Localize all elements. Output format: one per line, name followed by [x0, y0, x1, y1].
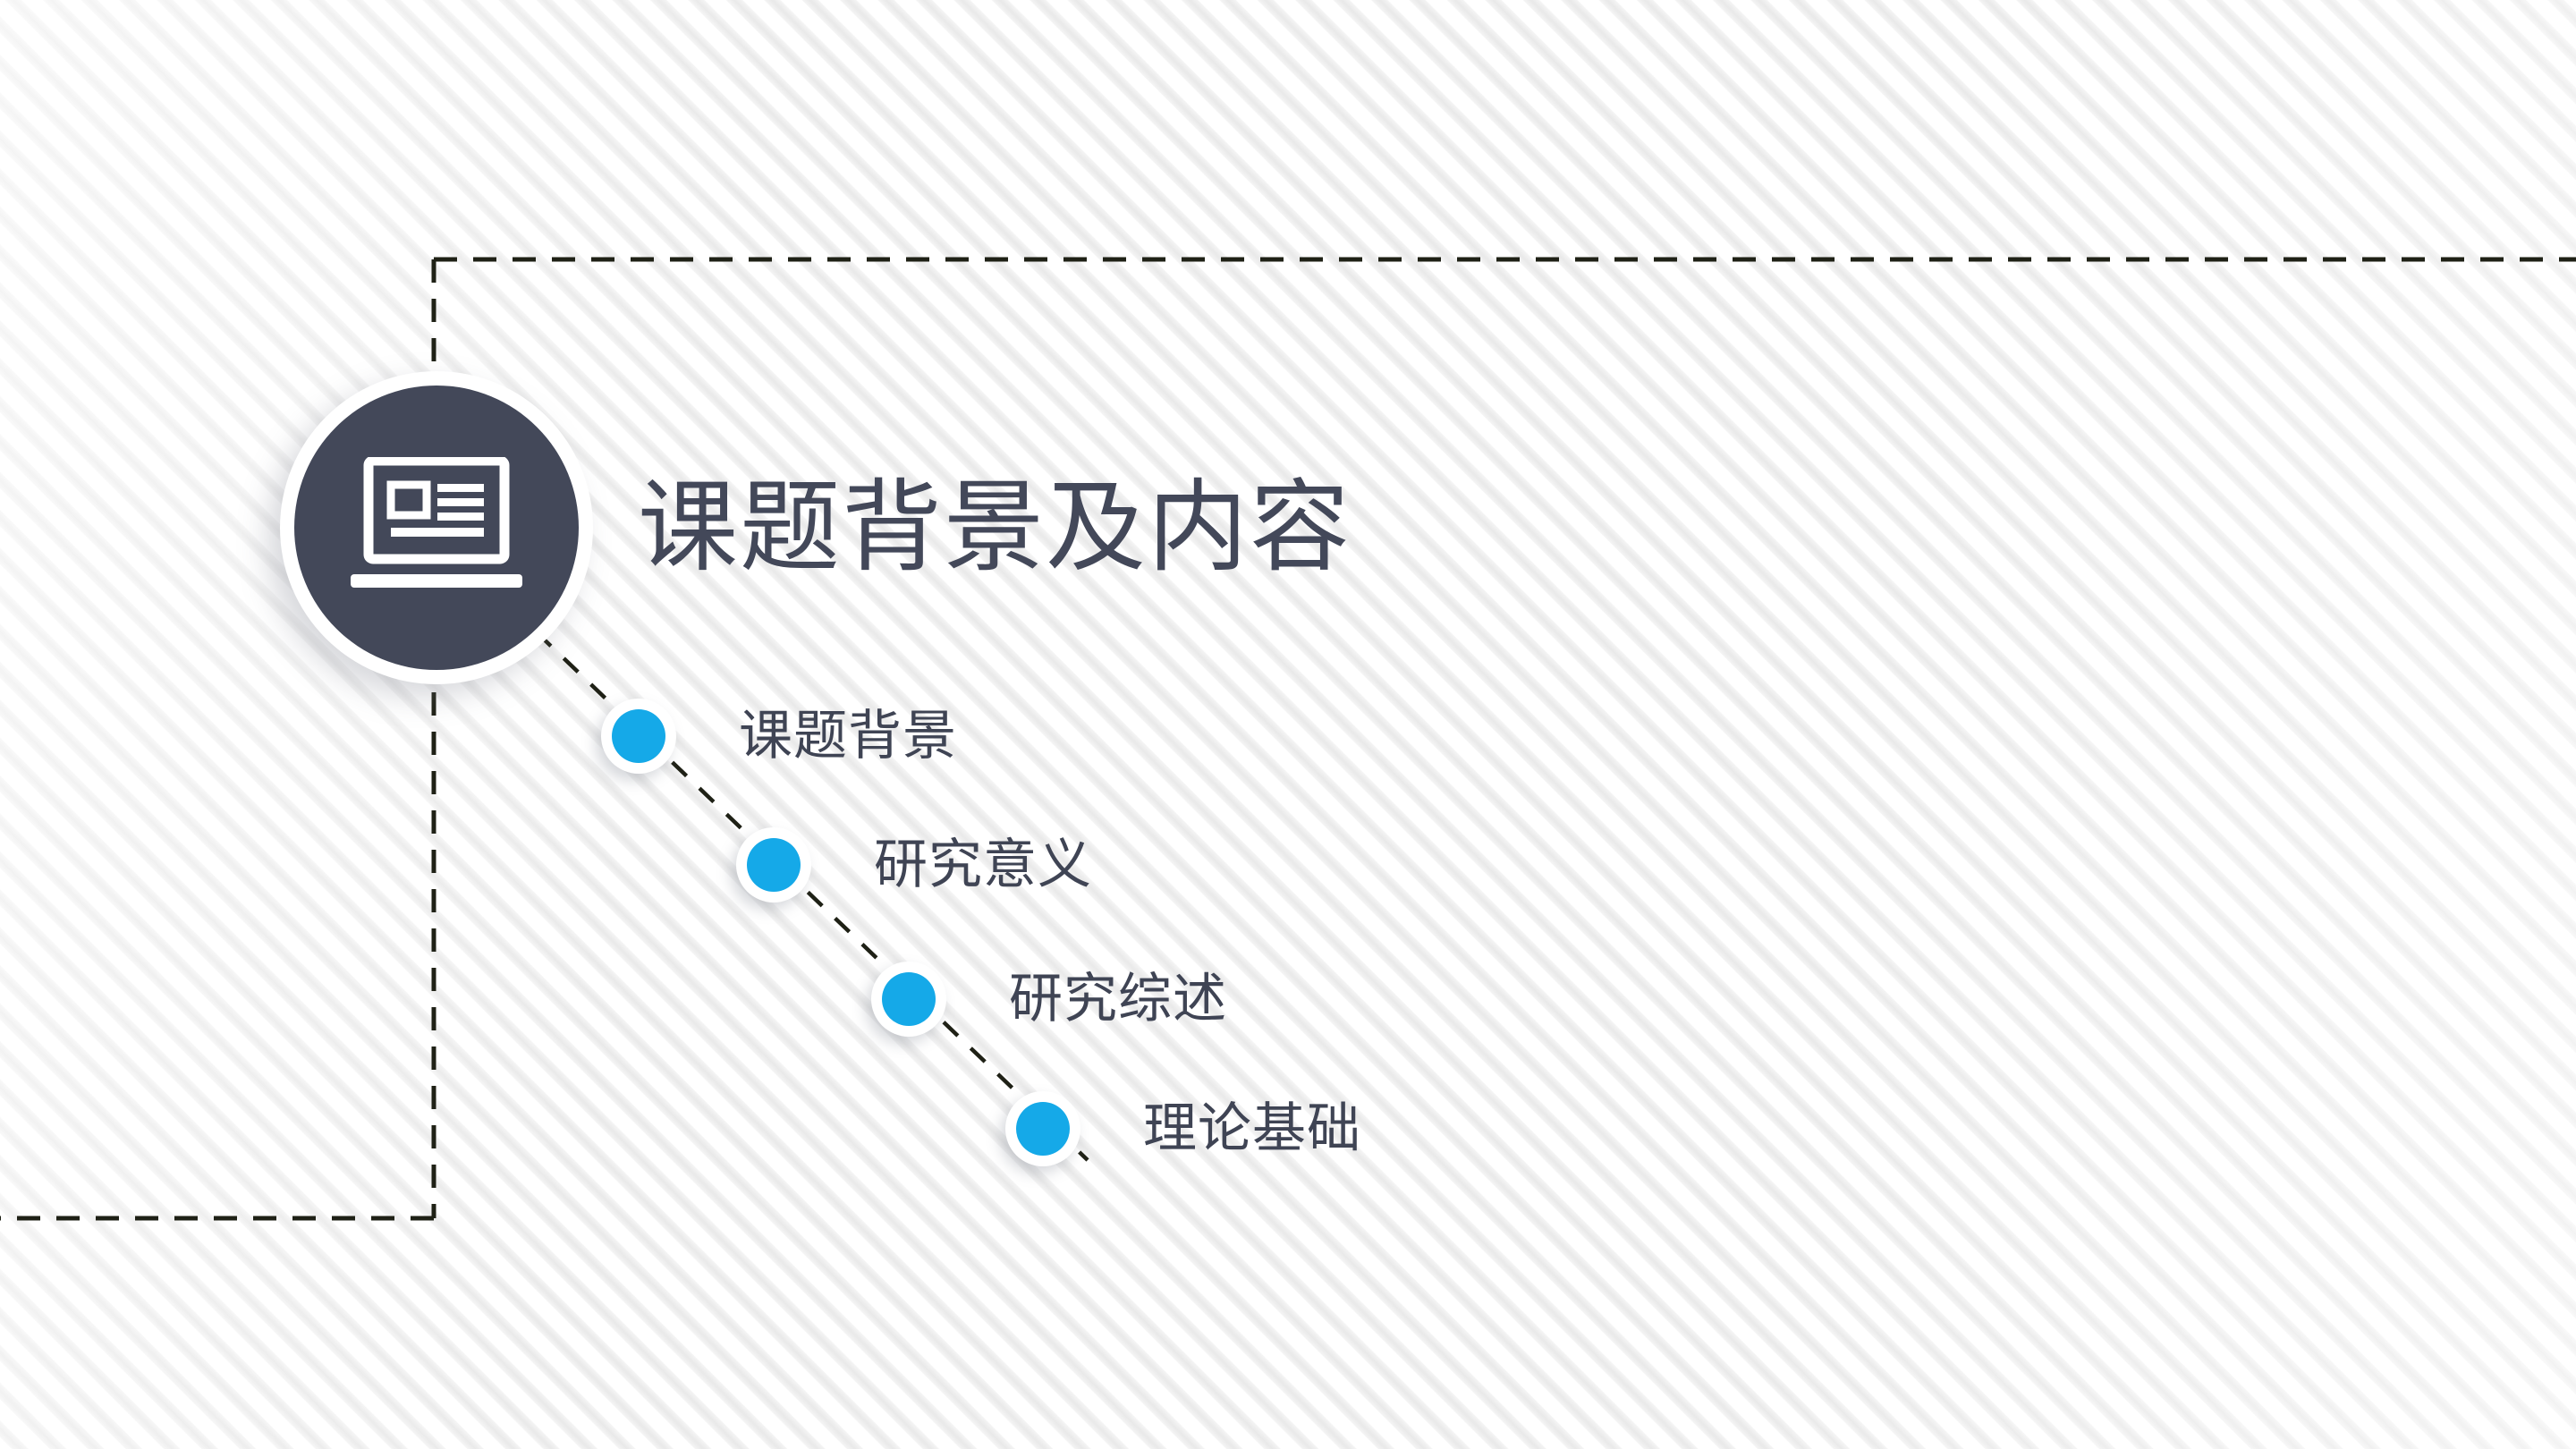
bullet-dot-icon [601, 699, 676, 774]
agenda-item-label: 课题背景 [739, 707, 957, 766]
bullet-dot-icon [871, 962, 946, 1037]
agenda-item-3[interactable]: 研究综述 [871, 962, 1227, 1037]
page-title: 课题背景及内容 [638, 473, 1352, 584]
bullet-dot-icon [736, 827, 811, 902]
bullet-dot-core [1016, 1102, 1070, 1156]
bullet-dot-core [747, 838, 801, 892]
bullet-dot-core [882, 972, 936, 1026]
agenda-item-label: 理论基础 [1143, 1099, 1361, 1158]
agenda-item-1[interactable]: 课题背景 [601, 699, 957, 774]
bullet-dot-core [612, 709, 665, 763]
agenda-item-4[interactable]: 理论基础 [1005, 1091, 1361, 1166]
agenda-item-label: 研究综述 [1009, 970, 1227, 1029]
agenda-item-label: 研究意义 [874, 835, 1092, 894]
topic-icon-badge [280, 371, 593, 684]
bullet-dot-icon [1005, 1091, 1080, 1166]
laptop-presentation-icon [294, 386, 579, 670]
agenda-item-2[interactable]: 研究意义 [736, 827, 1092, 902]
